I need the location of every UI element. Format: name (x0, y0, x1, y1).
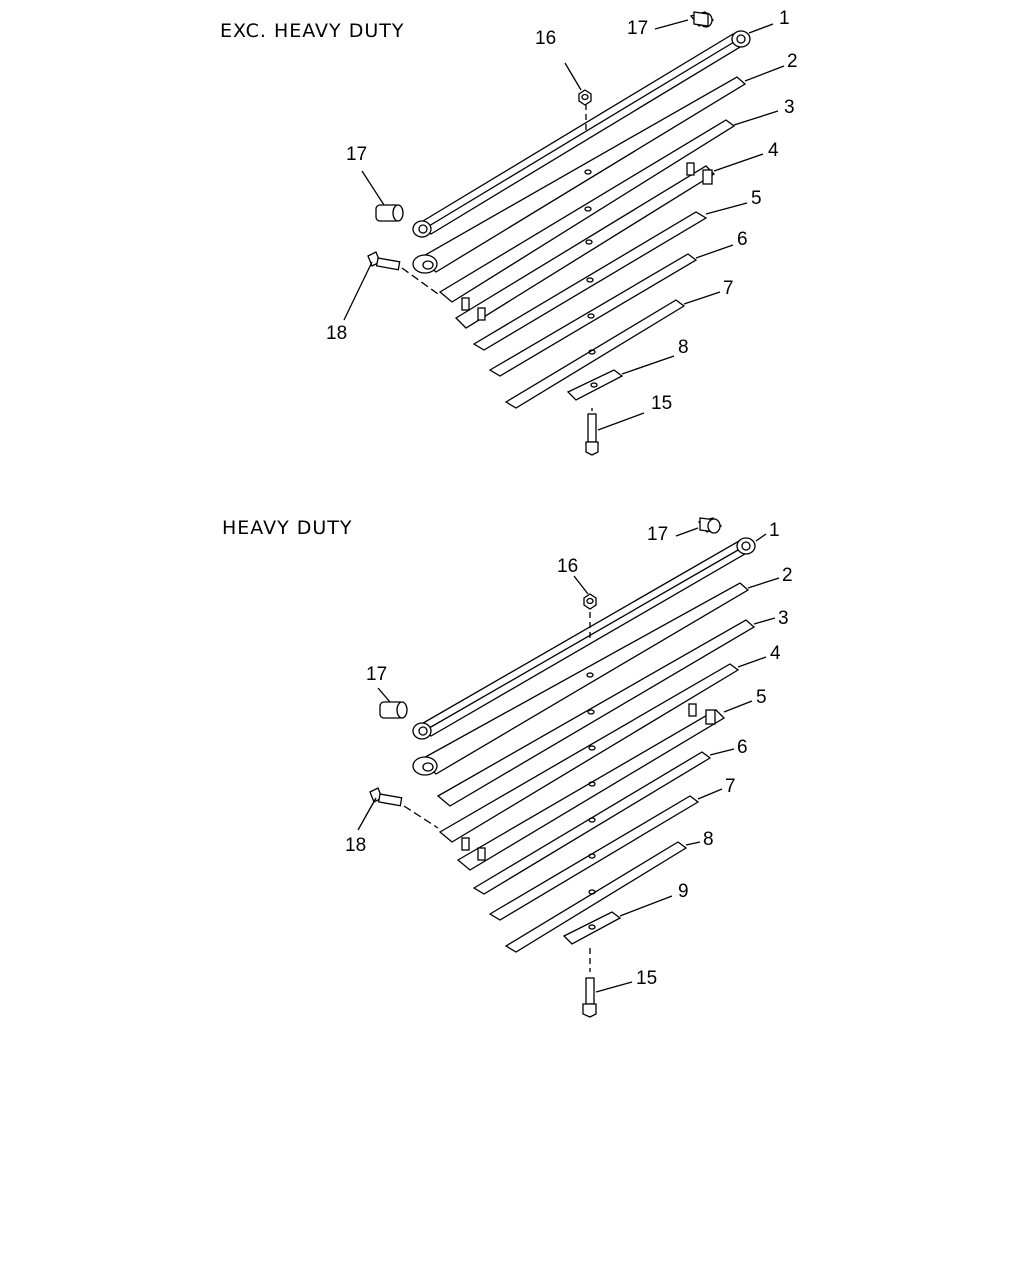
callout-16: 16 (535, 28, 557, 49)
section-title-heavy-duty: HEAVY DUTY (222, 517, 353, 539)
leaf-5 (456, 703, 726, 871)
leaf-3 (436, 619, 756, 807)
callout-15: 15 (636, 968, 658, 989)
bushing-17-front (697, 517, 723, 534)
center-bolt-15 (585, 408, 599, 456)
callout-18: 18 (345, 835, 367, 856)
rebound-clip (461, 837, 470, 851)
leader-lines (343, 19, 785, 431)
rebound-clip (461, 297, 470, 311)
nut-16 (578, 89, 592, 106)
callout-6: 6 (737, 737, 748, 758)
callout-18: 18 (326, 323, 348, 344)
spring-eye-rear (412, 220, 432, 238)
rebound-clip (477, 847, 486, 861)
bushing-17-rear (375, 204, 404, 222)
shackle-bolt-18 (367, 251, 439, 295)
leaf-2 (412, 582, 750, 776)
callout-15: 15 (651, 393, 673, 414)
spring-eye-front (731, 30, 751, 48)
callout-6: 6 (737, 229, 748, 250)
callout-7: 7 (723, 278, 734, 299)
callout-3: 3 (778, 608, 789, 629)
leaf-6 (472, 751, 712, 895)
callout-17-rear: 17 (366, 664, 388, 685)
spring-eye-rear (412, 722, 432, 740)
callout-4: 4 (768, 140, 779, 161)
callout-1: 1 (769, 520, 780, 541)
callout-5: 5 (751, 188, 762, 209)
callout-7: 7 (725, 776, 736, 797)
leaf-7 (504, 299, 686, 409)
shackle-bolt-18 (369, 787, 439, 829)
callout-2: 2 (782, 565, 793, 586)
leaf-8 (504, 841, 688, 953)
callout-4: 4 (770, 643, 781, 664)
callout-8: 8 (703, 829, 714, 850)
center-holes (586, 672, 596, 895)
rebound-clip (477, 307, 486, 321)
rebound-clip (686, 162, 695, 176)
spacer-plate-8 (566, 369, 624, 401)
callout-2: 2 (787, 51, 798, 72)
leaf-4 (454, 162, 716, 329)
spring-eye-front (736, 537, 756, 555)
leaf-1 (412, 30, 751, 238)
callout-17-front: 17 (647, 524, 669, 545)
callout-3: 3 (784, 97, 795, 118)
center-bolt-15 (582, 948, 597, 1018)
rebound-clip (702, 169, 713, 185)
leaf-4 (438, 663, 740, 843)
callout-8: 8 (678, 337, 689, 358)
assembly-exc-heavy-duty (343, 11, 785, 456)
spacer-plate-9 (562, 911, 622, 945)
callout-17-rear: 17 (346, 144, 368, 165)
leaf-2 (412, 76, 747, 274)
bushing-17-front (689, 11, 715, 28)
leaf-1 (412, 537, 756, 740)
callout-5: 5 (756, 687, 767, 708)
center-holes (584, 169, 596, 355)
rebound-clip (688, 703, 697, 717)
rebound-clip (705, 709, 716, 725)
callout-9: 9 (678, 881, 689, 902)
callout-17-front: 17 (627, 18, 649, 39)
assembly-heavy-duty (357, 517, 780, 1018)
callout-16: 16 (557, 556, 579, 577)
section-title-exc-heavy-duty: EXC. HEAVY DUTY (220, 20, 405, 42)
bushing-17-rear (379, 701, 408, 719)
leader-lines (357, 527, 780, 993)
nut-16 (583, 593, 597, 610)
callout-1: 1 (779, 8, 790, 29)
leaf-5 (472, 211, 708, 351)
